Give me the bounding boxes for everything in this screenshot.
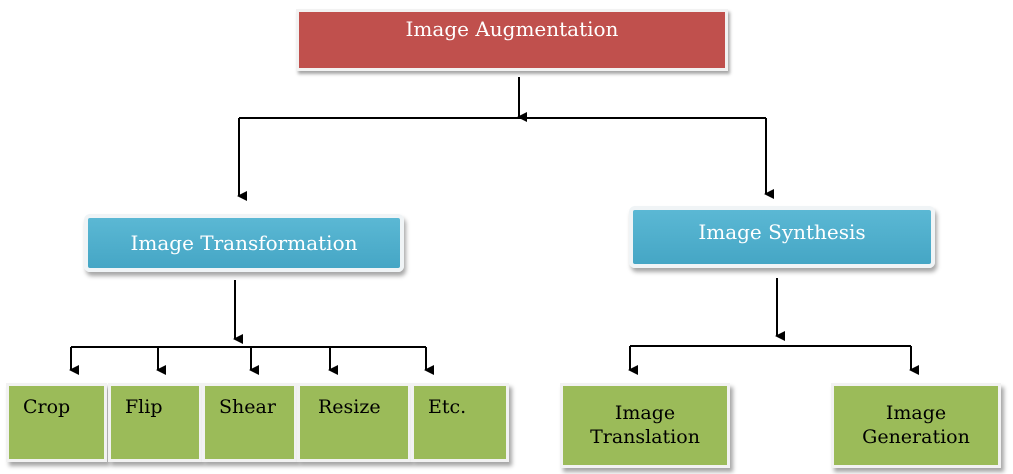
node-etc-label: Etc. bbox=[428, 396, 467, 418]
node-shear-label: Shear bbox=[219, 396, 276, 418]
node-resize-label: Resize bbox=[318, 396, 381, 418]
node-resize: Resize bbox=[297, 383, 411, 462]
node-image-transformation: Image Transformation bbox=[84, 214, 404, 272]
node-flip: Flip bbox=[108, 383, 202, 462]
node-etc: Etc. bbox=[411, 383, 509, 462]
node-image-synthesis: Image Synthesis bbox=[629, 206, 935, 268]
node-flip-label: Flip bbox=[125, 396, 163, 418]
node-image-augmentation-label: Image Augmentation bbox=[405, 16, 619, 41]
node-image-transformation-label: Image Transformation bbox=[130, 230, 358, 255]
node-crop-label: Crop bbox=[23, 396, 71, 418]
node-image-translation-label: Image Translation bbox=[590, 401, 700, 448]
node-image-augmentation: Image Augmentation bbox=[296, 9, 728, 71]
node-image-generation-label: Image Generation bbox=[862, 401, 970, 448]
node-image-translation: Image Translation bbox=[560, 383, 730, 468]
node-image-generation: Image Generation bbox=[831, 383, 1001, 468]
node-image-synthesis-label: Image Synthesis bbox=[698, 219, 866, 244]
node-crop: Crop bbox=[6, 383, 107, 462]
node-shear: Shear bbox=[202, 383, 297, 462]
